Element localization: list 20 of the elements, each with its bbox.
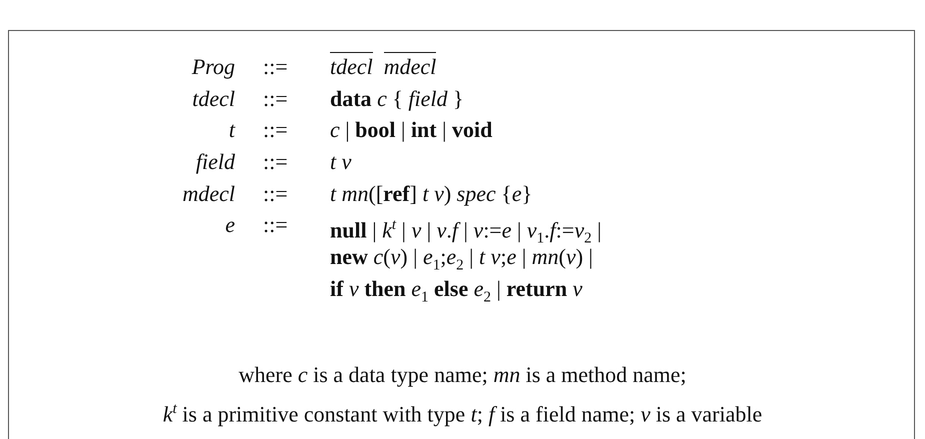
footnote-text: k$^{t}$ is a primitive constant with type t; f is a field name; v is a variable [162,400,764,428]
production-operator: ::= [263,212,288,238]
production-rule: data c { field } [330,86,464,112]
production-operator: ::= [263,54,288,80]
production-operator: ::= [263,117,288,143]
production-rule: c | bool | int | void [330,117,492,143]
nonterminal-name: Prog [192,54,235,80]
production-rule: if v then e$_{1}$ else e$_{2}$ | return v [330,276,582,308]
nonterminal-name: tdecl [192,86,235,112]
production-operator: ::= [263,86,288,112]
nonterminal-name: mdecl [182,181,235,207]
nonterminal-name: t [228,117,235,143]
production-operator: ::= [263,149,288,175]
production-rule: t mn([ref] t v) spec {e} [330,181,532,207]
footnote-text: where c is a data type name; mn is a method name; [238,362,688,388]
production-rule: t v [330,149,352,175]
nonterminal-name: e [225,212,235,238]
production-operator: ::= [263,181,288,207]
nonterminal-name: field [196,149,235,175]
production-rule: tdecl mdecl [330,54,436,80]
